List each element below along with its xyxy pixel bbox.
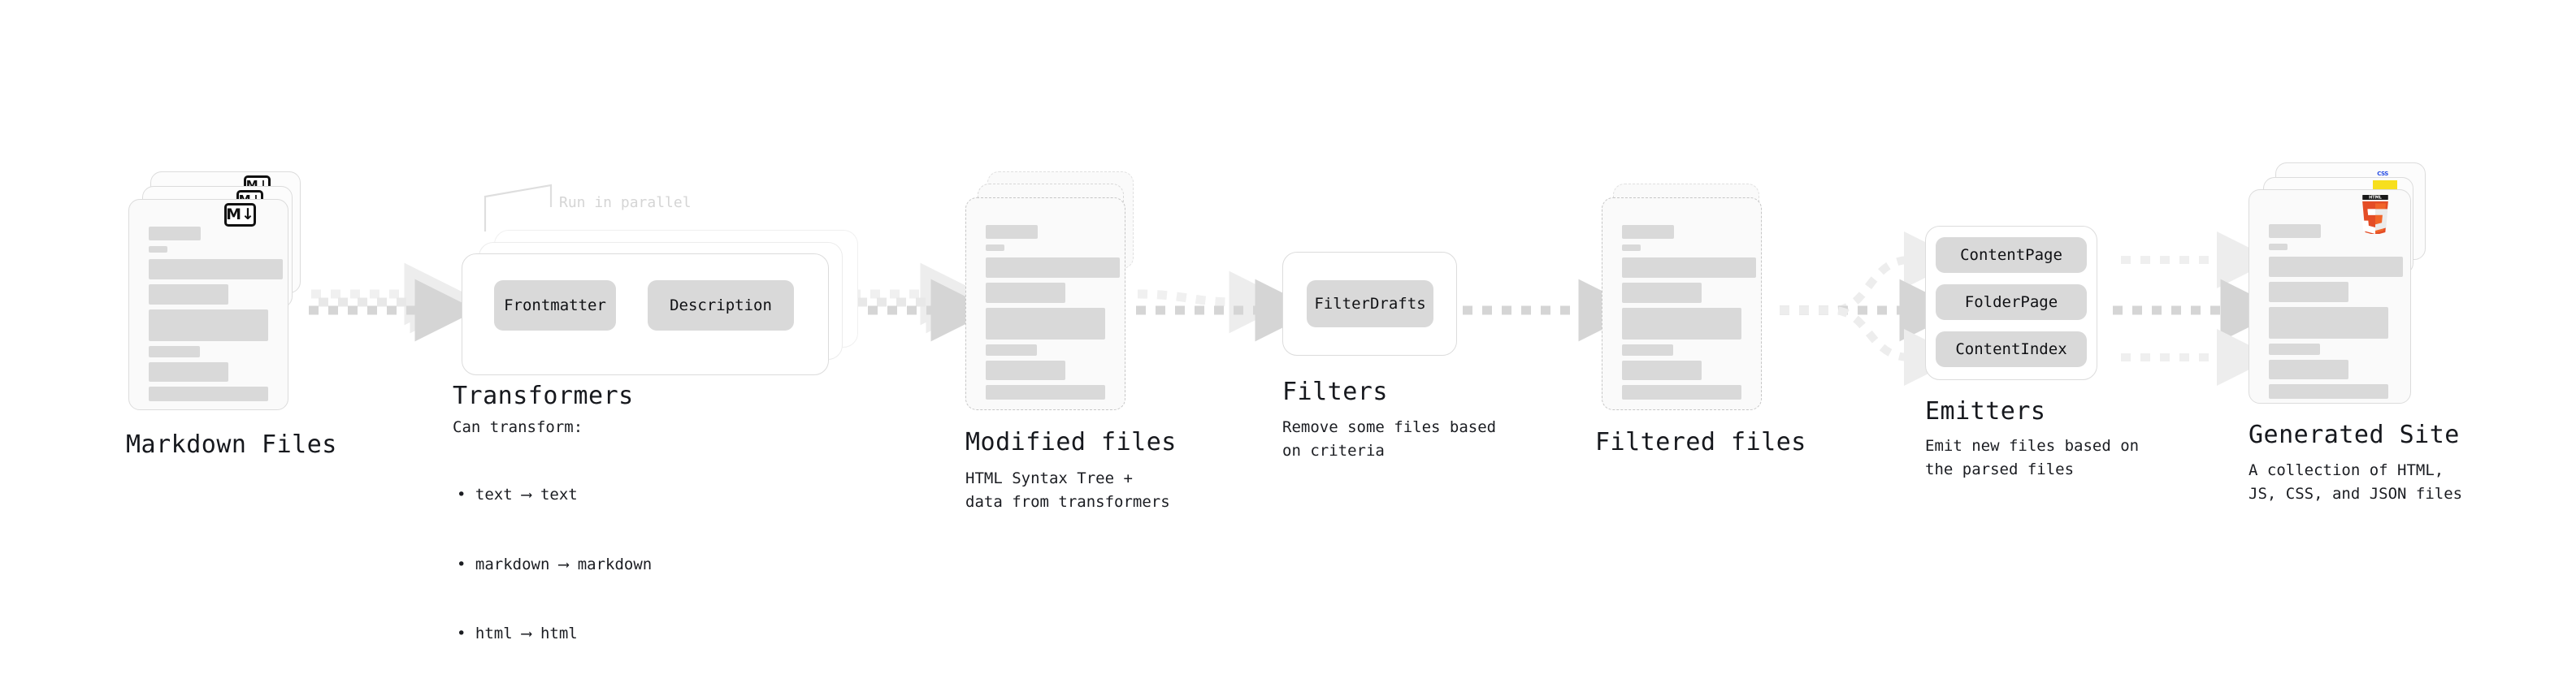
modified-files-title: Modified files	[965, 428, 1177, 456]
filters-caption: Remove some files based on criteria	[1282, 418, 1497, 460]
card-bar	[2269, 360, 2348, 379]
card-bar	[149, 346, 200, 357]
card-bar	[986, 225, 1038, 239]
card-bar	[1622, 361, 1702, 380]
card-bar	[986, 361, 1065, 380]
card-bar	[2269, 282, 2348, 302]
filter-node-filterdrafts[interactable]: FilterDrafts	[1307, 280, 1433, 327]
card-bar	[986, 244, 1004, 251]
card-bar	[1622, 308, 1741, 340]
card-bar	[1622, 244, 1641, 251]
card-bar	[2269, 307, 2388, 339]
generated-site-title: Generated Site	[2249, 421, 2460, 449]
emitter-node-folderpage[interactable]: FolderPage	[1936, 284, 2087, 320]
emitter-node-contentindex[interactable]: ContentIndex	[1936, 331, 2087, 367]
card-bar	[986, 257, 1120, 278]
emitter-node-contentpage[interactable]: ContentPage	[1936, 237, 2087, 273]
modified-files-caption: HTML Syntax Tree + data from transformer…	[965, 469, 1170, 511]
card-bar	[986, 308, 1105, 340]
card-bar	[2269, 384, 2388, 399]
card-bar	[2269, 224, 2321, 238]
emitters-caption: Emit new files based on the parsed files	[1925, 437, 2140, 478]
svg-text:HTML: HTML	[2369, 196, 2382, 201]
transformers-title: Transformers	[453, 382, 634, 410]
html5-badge: HTML	[2361, 195, 2388, 234]
filtered-card-front	[1602, 197, 1762, 410]
card-bar	[149, 387, 268, 401]
card-bar	[149, 362, 228, 382]
markdown-files-title: Markdown Files	[126, 430, 337, 459]
card-bar	[1622, 225, 1674, 239]
card-bar	[2269, 344, 2320, 355]
card-bar	[986, 385, 1105, 400]
card-bar	[149, 246, 167, 253]
card-bar	[149, 284, 228, 305]
transformers-caption-item: • html ⟶ html	[457, 625, 578, 642]
modified-card-front	[965, 197, 1125, 410]
transformers-caption-item: • markdown ⟶ markdown	[457, 555, 653, 573]
transformer-node-description[interactable]: Description	[648, 280, 794, 331]
card-bar	[2269, 244, 2288, 250]
transformers-caption-item: • text ⟶ text	[457, 486, 578, 504]
card-bar	[149, 309, 268, 341]
card-bar	[1622, 283, 1702, 303]
card-bar	[149, 227, 201, 240]
generated-site-caption: A collection of HTML, JS, CSS, and JSON …	[2249, 461, 2463, 503]
card-bar	[986, 344, 1037, 356]
card-bar	[1622, 385, 1741, 400]
card-bar	[986, 283, 1065, 303]
run-in-parallel-annotation: Run in parallel	[559, 194, 692, 211]
card-bar	[149, 259, 283, 279]
markdown-badge-icon: M↓	[224, 203, 256, 227]
card-bar	[2269, 257, 2403, 277]
markdown-card-front	[128, 199, 288, 410]
filtered-files-title: Filtered files	[1595, 428, 1806, 456]
transformer-node-frontmatter[interactable]: Frontmatter	[494, 280, 616, 331]
css-badge-label: CSS	[2377, 171, 2388, 177]
filters-title: Filters	[1282, 378, 1388, 406]
card-bar	[1622, 257, 1756, 278]
transformers-caption-lead: Can transform:	[453, 418, 583, 436]
emitters-title: Emitters	[1925, 397, 2046, 426]
transformers-caption-list: • text ⟶ text • markdown ⟶ markdown • ht…	[457, 437, 652, 692]
card-bar	[1622, 344, 1673, 356]
